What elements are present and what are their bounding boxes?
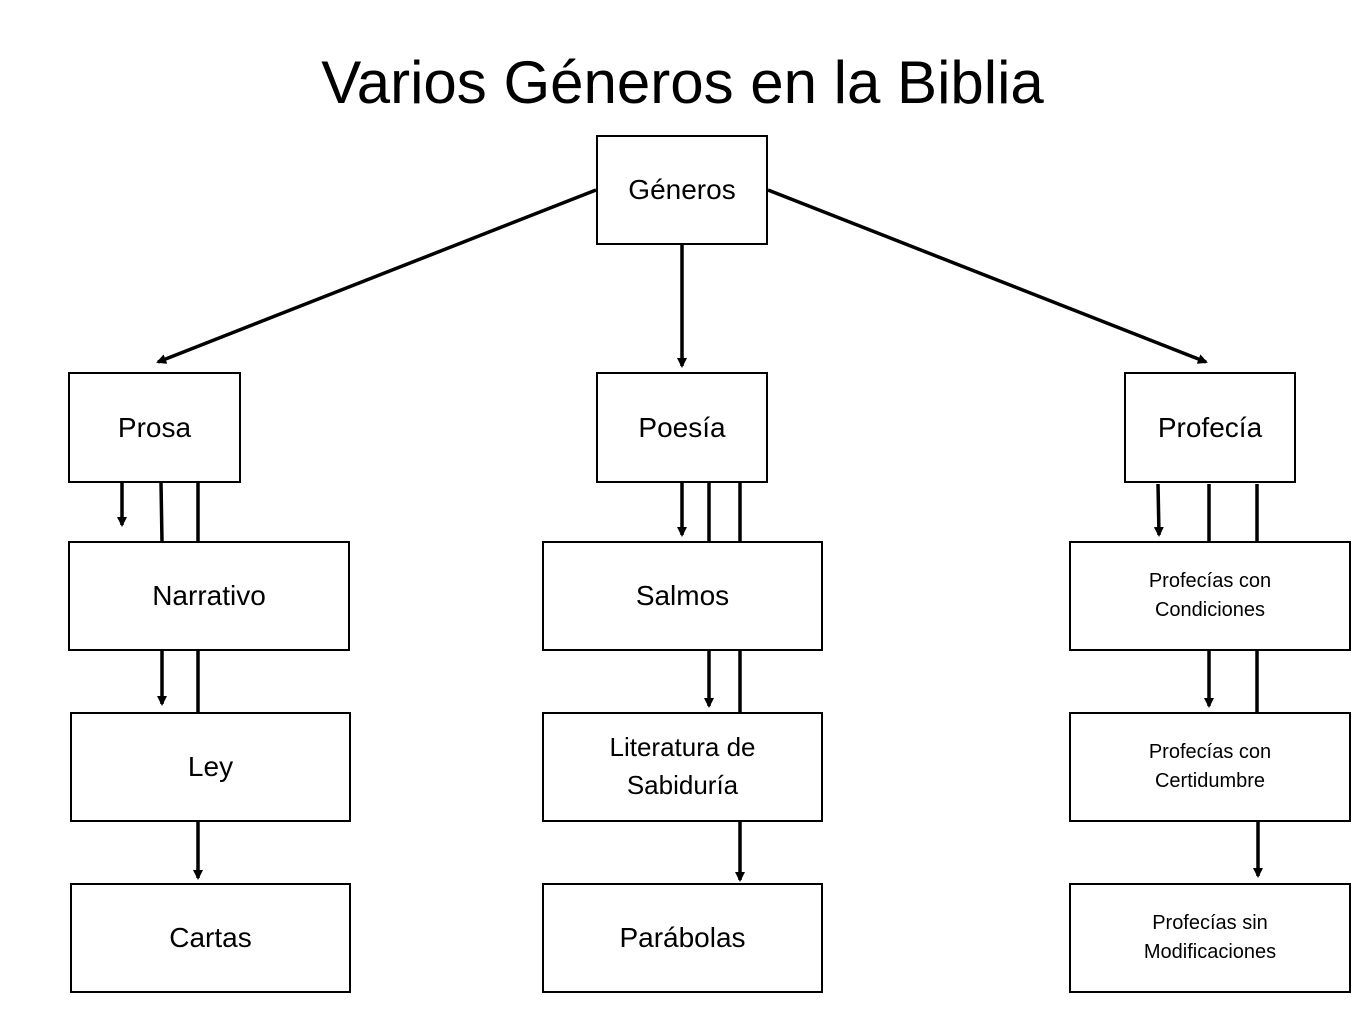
node-label: Ley — [187, 751, 234, 783]
node-profecias-sin-modificaciones: Profecías sin Modificaciones — [1069, 883, 1351, 993]
node-cartas: Cartas — [70, 883, 351, 993]
node-label: Géneros — [628, 174, 736, 206]
node-profecia: Profecía — [1124, 372, 1296, 483]
node-label: Parábolas — [619, 922, 746, 954]
node-profecias-condiciones: Profecías con Condiciones — [1069, 541, 1351, 651]
edge-generos-prosa — [156, 188, 597, 364]
node-label: Literatura de Sabiduría — [609, 732, 756, 800]
node-literatura-sabiduria: Literatura de Sabiduría — [542, 712, 823, 822]
edge-prosa-ley — [159, 481, 164, 543]
node-label: Cartas — [169, 922, 252, 954]
node-salmos: Salmos — [542, 541, 823, 651]
edge-profecia-condiciones — [1153, 483, 1164, 537]
node-label: Prosa — [117, 411, 192, 443]
node-label: Salmos — [635, 580, 730, 612]
node-label: Profecías con Condiciones — [1148, 570, 1272, 621]
node-label: Narrativo — [152, 580, 266, 612]
node-poesia: Poesía — [596, 372, 768, 483]
node-label: Profecía — [1157, 411, 1263, 443]
node-profecias-certidumbre: Profecías con Certidumbre — [1069, 712, 1351, 822]
node-label: Profecías con Certidumbre — [1148, 741, 1272, 792]
node-prosa: Prosa — [68, 372, 241, 483]
node-parabolas: Parábolas — [542, 883, 823, 993]
node-label: Profecías sin Modificaciones — [1143, 912, 1277, 963]
node-generos: Géneros — [596, 135, 768, 245]
diagram-title: Varios Géneros en la Biblia — [321, 49, 1044, 116]
node-label: Poesía — [638, 411, 726, 443]
edge-generos-profecia — [767, 188, 1208, 364]
node-narrativo: Narrativo — [68, 541, 350, 651]
node-ley: Ley — [70, 712, 351, 822]
